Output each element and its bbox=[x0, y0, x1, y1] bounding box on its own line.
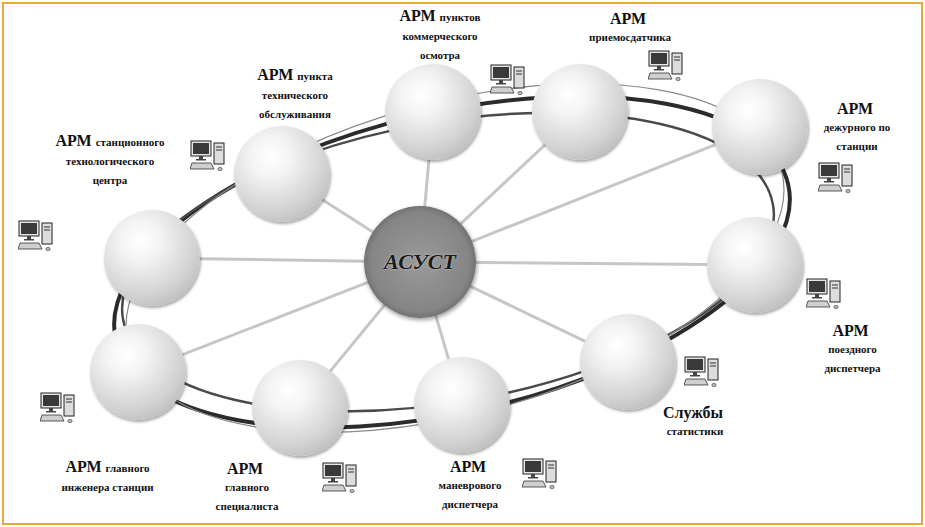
computer-icon bbox=[684, 357, 718, 387]
label-heading: АРМ bbox=[837, 100, 873, 117]
computer-icon bbox=[522, 459, 556, 489]
computer-icon bbox=[322, 463, 356, 493]
workstation-sphere: Службыстатистики bbox=[580, 314, 676, 410]
orbit-ring bbox=[82, 38, 822, 486]
label-body: главного специалиста bbox=[216, 481, 279, 512]
workstation-sphere: АРМпунктов коммерческого осмотра bbox=[385, 64, 481, 160]
connector-line bbox=[471, 286, 585, 341]
computer-icon bbox=[818, 163, 852, 193]
workstation-sphere: АРМпоездного диспетчера bbox=[707, 217, 803, 313]
node-label: АРМ дежурного по станции bbox=[815, 100, 899, 155]
node-label: АРМпунктов коммерческого осмотра bbox=[385, 7, 495, 64]
hub-title: АСУСТ bbox=[384, 249, 456, 275]
label-body: поездного диспетчера bbox=[824, 343, 880, 374]
label-body: дежурного по станции bbox=[824, 121, 891, 152]
workstation-sphere: АРМстанционного технологического центра bbox=[104, 210, 200, 306]
workstation-sphere: АРМглавного инженера станции bbox=[90, 324, 186, 420]
workstation-sphere: АРМприемосдатчика bbox=[532, 64, 628, 160]
label-heading: Службы bbox=[663, 404, 723, 421]
workstation-sphere: АРМглавного специалиста bbox=[252, 360, 348, 456]
connector-line bbox=[331, 305, 385, 371]
computer-icon bbox=[490, 65, 524, 95]
label-heading: АРМ bbox=[832, 322, 868, 339]
connector-line bbox=[472, 145, 715, 242]
node-label: Службы статистики bbox=[650, 404, 740, 440]
connector-line bbox=[425, 160, 429, 206]
label-heading: АРМ bbox=[450, 458, 486, 475]
connector-line bbox=[436, 316, 449, 359]
computer-icon bbox=[18, 221, 52, 251]
label-heading: АРМ bbox=[399, 7, 435, 24]
connector-line bbox=[461, 145, 545, 224]
node-label: АРМпункта технического обслуживания bbox=[240, 66, 350, 123]
workstation-sphere: АРМпункта технического обслуживания bbox=[234, 126, 330, 222]
computer-icon bbox=[40, 393, 74, 423]
label-heading: АРМ bbox=[65, 458, 101, 475]
connector-line bbox=[476, 263, 707, 265]
computer-icon bbox=[806, 279, 840, 309]
connector-line bbox=[323, 200, 373, 232]
label-heading: АРМ bbox=[610, 10, 646, 27]
hub-sphere: АСУСТ bbox=[364, 206, 476, 318]
label-body: приемосдатчика bbox=[589, 31, 671, 43]
node-label: АРМ маневрового диспетчера bbox=[422, 458, 518, 513]
label-body: маневрового диспетчера bbox=[438, 479, 501, 510]
workstation-sphere: АРМдежурного по станции bbox=[712, 79, 808, 175]
label-heading: АРМ bbox=[257, 66, 293, 83]
node-label: АРМ главного специалиста bbox=[209, 460, 285, 515]
node-label: АРМ поездного диспетчера bbox=[810, 322, 895, 377]
connector-line bbox=[183, 282, 368, 354]
label-body: статистики bbox=[667, 425, 724, 437]
label-heading: АРМ bbox=[227, 460, 263, 477]
computer-icon bbox=[648, 51, 682, 81]
orbit-ring bbox=[88, 20, 822, 496]
node-label: АРМстанционного технологического центра bbox=[55, 132, 165, 189]
node-label: АРМ приемосдатчика bbox=[575, 10, 685, 46]
computer-icon bbox=[190, 141, 224, 171]
workstation-sphere: АРМманеврового диспетчера bbox=[414, 357, 510, 453]
connector-line bbox=[200, 259, 364, 262]
label-heading: АРМ bbox=[56, 132, 92, 149]
node-label: АРМглавного инженера станции bbox=[50, 458, 165, 496]
